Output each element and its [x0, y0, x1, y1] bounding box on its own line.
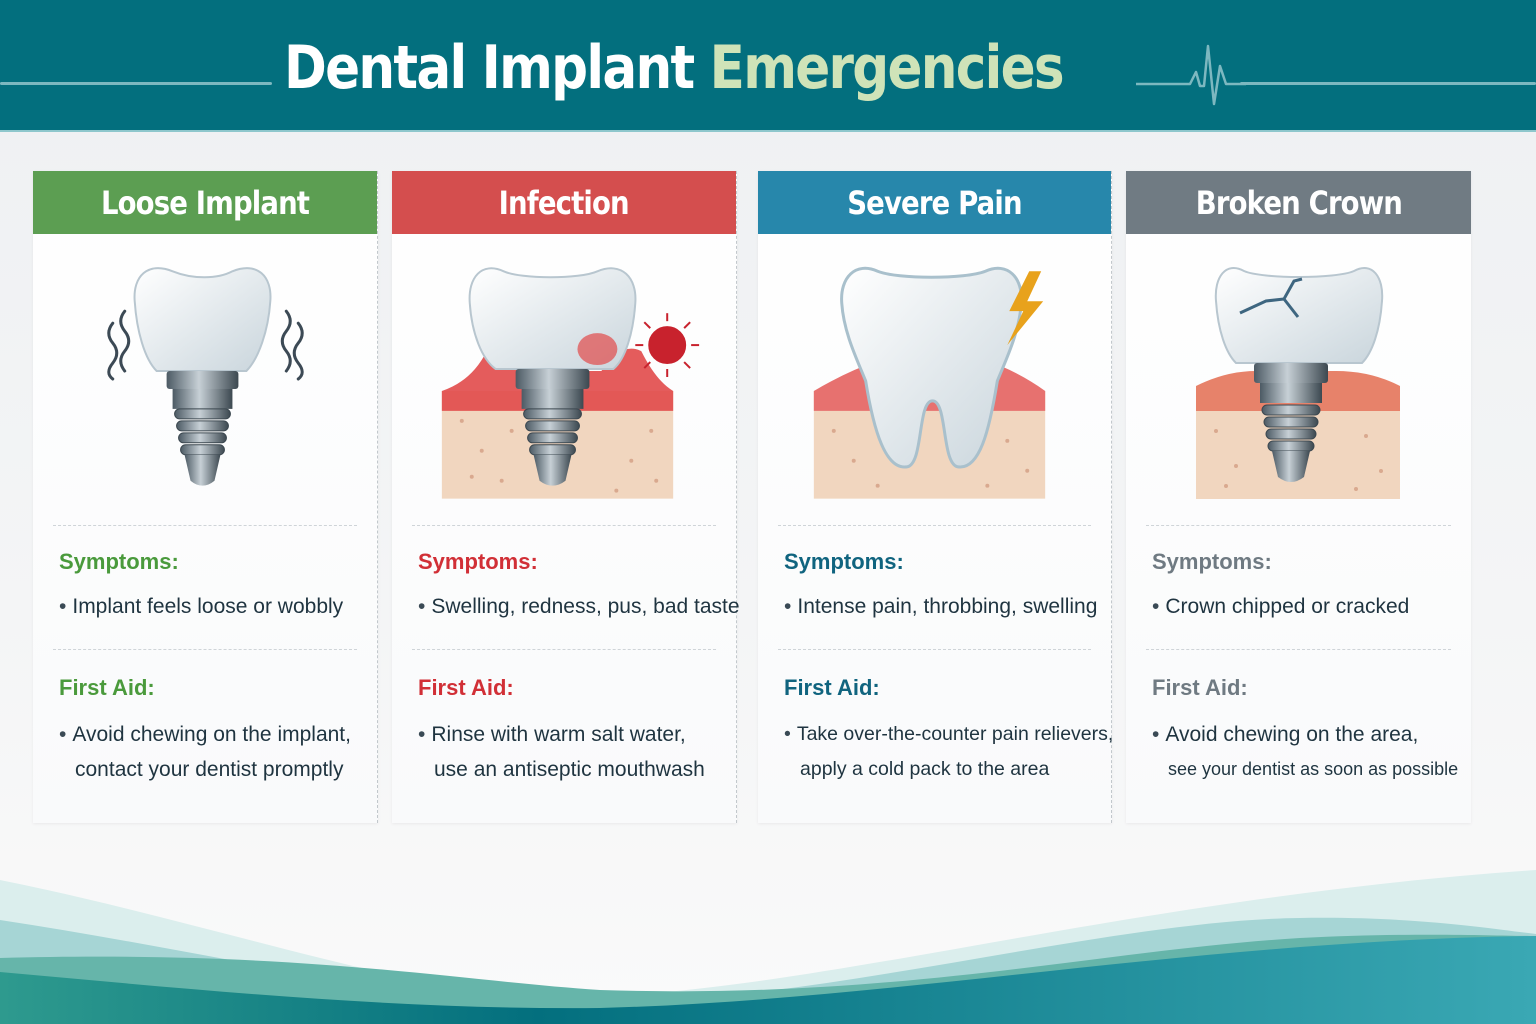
first-aid-item: •Rinse with warm salt water,use an antis…: [418, 723, 705, 781]
tooth-pain-lightning-icon: [813, 266, 1046, 499]
first-aid-item: •Avoid chewing on the area,see your dent…: [1152, 723, 1459, 779]
header-banner: Dental Implant Emergencies: [0, 0, 1536, 132]
title-part-2: Emergencies: [709, 33, 1065, 103]
title-part-1: Dental Implant: [284, 33, 695, 103]
divider: [778, 649, 1091, 650]
card-title: Severe Pain: [847, 183, 1022, 222]
card-severe-pain: Severe Pain Symptoms: •Intense pain, thr…: [758, 171, 1114, 823]
bacteria-icon: [635, 313, 700, 377]
card-loose-implant: Loose Implant Symptoms: •Implant: [33, 171, 378, 823]
card-broken-crown: Broken Crown Symptoms: •Crown chipped or…: [1126, 171, 1471, 823]
cracked-crown-implant-icon: [1196, 266, 1400, 499]
heartbeat-pulse-icon: [1136, 44, 1246, 106]
first-aid-label: First Aid:: [59, 675, 155, 700]
symptoms-label: Symptoms:: [1152, 549, 1272, 574]
divider: [53, 525, 357, 526]
card-header: Loose Implant: [33, 171, 377, 234]
symptoms-label: Symptoms:: [59, 549, 179, 574]
card-header: Severe Pain: [758, 171, 1111, 234]
card-infection: Infection Symptoms: •Swelling, redn: [392, 171, 740, 823]
infected-implant-icon: [441, 267, 700, 499]
first-aid-item: •Avoid chewing on the implant,contact yo…: [59, 723, 351, 781]
header-line-right: [1240, 82, 1536, 85]
first-aid-label: First Aid:: [418, 675, 514, 700]
card-title: Loose Implant: [100, 183, 310, 222]
symptom-item: •Crown chipped or cracked: [1152, 595, 1410, 618]
symptoms-label: Symptoms:: [784, 549, 904, 574]
header-line-left: [0, 82, 272, 85]
divider: [1146, 525, 1451, 526]
card-header: Infection: [392, 171, 736, 234]
symptom-item: •Implant feels loose or wobbly: [59, 595, 344, 618]
divider: [53, 649, 357, 650]
symptom-item: •Intense pain, throbbing, swelling: [784, 595, 1098, 618]
divider: [778, 525, 1091, 526]
first-aid-label: First Aid:: [784, 675, 880, 700]
first-aid-label: First Aid:: [1152, 675, 1248, 700]
card-title: Broken Crown: [1195, 183, 1402, 222]
card-header: Broken Crown: [1126, 171, 1471, 234]
wobbly-implant-icon: [107, 267, 304, 486]
divider: [1146, 649, 1451, 650]
page-title: Dental Implant Emergencies: [284, 28, 1065, 108]
symptoms-label: Symptoms:: [418, 549, 538, 574]
decorative-waves: [0, 870, 1536, 1024]
card-title: Infection: [498, 183, 630, 222]
divider: [412, 525, 716, 526]
first-aid-item: •Take over-the-counter pain relievers,ap…: [784, 723, 1114, 780]
divider: [412, 649, 716, 650]
symptom-item: •Swelling, redness, pus, bad taste: [418, 595, 740, 618]
